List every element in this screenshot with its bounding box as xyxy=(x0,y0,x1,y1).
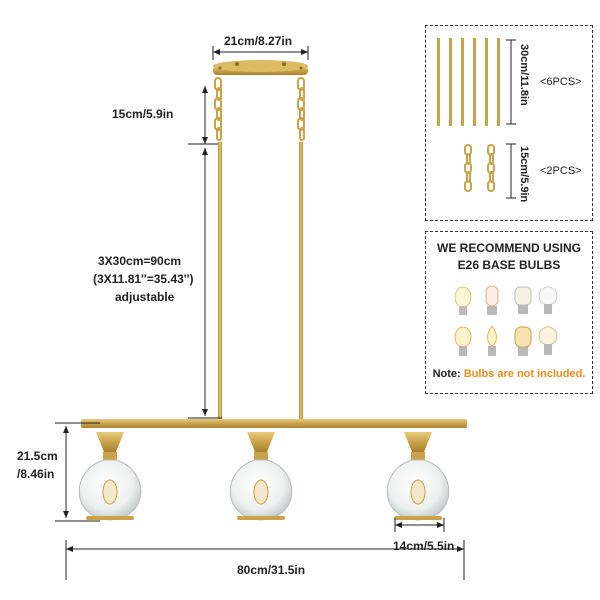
rod-total-label-line3: adjustable xyxy=(115,290,175,304)
left-shade xyxy=(78,432,142,521)
fixture-bar xyxy=(81,419,467,428)
shade-height-dimension-line xyxy=(55,422,100,522)
total-width-label: 80cm/31.5in xyxy=(237,563,306,577)
spare-rods-length-label: 30cm/11.8in xyxy=(518,44,530,106)
shade-width-dimension-line xyxy=(394,518,445,532)
left-rod xyxy=(218,142,222,420)
right-rod xyxy=(299,142,303,420)
total-width-dimension-line xyxy=(65,540,465,580)
recommendation-title-line2: E26 BASE BULBS xyxy=(457,258,561,272)
right-shade xyxy=(386,432,450,521)
accessories-box xyxy=(425,25,593,221)
note-label: Note: xyxy=(432,368,461,380)
shade-width-label: 14cm/5.5in xyxy=(393,539,455,553)
right-chain xyxy=(297,77,305,141)
spare-chains-count-label: <2PCS> xyxy=(540,165,582,177)
shade-height-label-line2: /8.46in xyxy=(17,467,55,481)
spare-chains-length-label: 15cm/5.9in xyxy=(518,146,530,203)
middle-shade xyxy=(229,432,293,521)
chain-dimension-line xyxy=(188,86,222,145)
rod-total-label-line2: (3X11.81''=35.43'') xyxy=(93,272,194,286)
rod-total-label-line1: 3X30cm=90cm xyxy=(98,254,182,268)
bulb-note: Note: Bulbs are not included. xyxy=(428,368,590,380)
shade-height-label-line1: 21.5cm xyxy=(17,449,58,463)
canopy-width-label: 21cm/8.27in xyxy=(224,34,293,48)
canopy xyxy=(213,60,308,75)
bulb-recommendation-box xyxy=(425,231,593,394)
chain-length-label: 15cm/5.9in xyxy=(112,107,174,121)
note-text: Bulbs are not included. xyxy=(460,368,586,380)
canopy-dimension-line xyxy=(212,46,309,60)
recommendation-title-line1: WE RECOMMEND USING xyxy=(437,241,581,255)
left-chain xyxy=(214,77,222,141)
spare-rods-count-label: <6PCS> xyxy=(540,76,582,88)
rod-dimension-line xyxy=(188,148,222,419)
